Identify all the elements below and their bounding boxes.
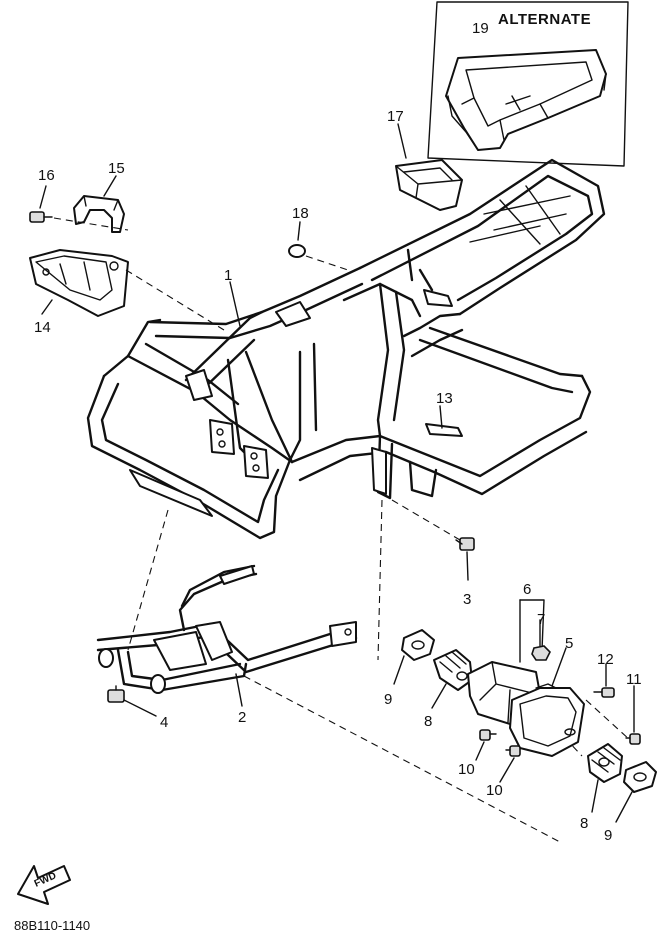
alternate-title: ALTERNATE bbox=[498, 11, 591, 28]
callout-6: 6 bbox=[523, 581, 531, 598]
part-9-ring-left bbox=[393, 629, 435, 685]
callout-8-right: 8 bbox=[580, 815, 588, 832]
callout-1: 1 bbox=[224, 267, 232, 284]
callout-4: 4 bbox=[160, 714, 168, 731]
part-3-bolt bbox=[455, 537, 475, 581]
callout-12: 12 bbox=[597, 651, 614, 668]
callout-18: 18 bbox=[292, 205, 309, 222]
part-11-bolt bbox=[625, 685, 641, 745]
part-15-clamp bbox=[73, 175, 125, 233]
diagram-code: 88B110-1140 bbox=[14, 918, 90, 933]
callout-17: 17 bbox=[387, 108, 404, 125]
callout-3: 3 bbox=[463, 591, 471, 608]
part-16-bolt bbox=[29, 185, 53, 223]
part-12-bolt bbox=[593, 663, 615, 698]
part-5-cover bbox=[509, 647, 585, 757]
callout-15: 15 bbox=[108, 160, 125, 177]
callout-19: 19 bbox=[472, 20, 489, 37]
part-2-subframe bbox=[96, 564, 358, 707]
callout-14: 14 bbox=[34, 319, 51, 336]
fwd-arrow-icon: FWD bbox=[17, 865, 71, 905]
callout-8-left: 8 bbox=[424, 713, 432, 730]
callout-10-b: 10 bbox=[486, 782, 503, 799]
part-8-boot-right bbox=[587, 743, 623, 813]
part-7-nut bbox=[531, 619, 551, 661]
part-19-seat-tray bbox=[445, 49, 607, 151]
part-1-main-frame bbox=[86, 158, 606, 540]
part-17-block bbox=[395, 123, 463, 211]
part-4-bolt bbox=[107, 685, 157, 717]
part-10-bolts bbox=[475, 729, 521, 783]
part-9-ring-right bbox=[615, 761, 657, 823]
part-8-boot-left bbox=[431, 649, 473, 709]
assembly-lines bbox=[53, 217, 631, 843]
callout-13: 13 bbox=[436, 390, 453, 407]
part-18-bushing bbox=[288, 221, 306, 258]
part-14-bracket bbox=[29, 249, 129, 317]
callout-9-right: 9 bbox=[604, 827, 612, 844]
alternate-inset: ALTERNATE bbox=[427, 1, 629, 167]
callout-5: 5 bbox=[565, 635, 573, 652]
callout-9-left: 9 bbox=[384, 691, 392, 708]
callout-7: 7 bbox=[537, 611, 545, 628]
callout-2: 2 bbox=[238, 709, 246, 726]
callout-11: 11 bbox=[626, 671, 642, 688]
callouts: 19 17 16 15 18 1 14 13 3 6 7 5 12 11 9 8… bbox=[34, 20, 642, 844]
callout-16: 16 bbox=[38, 167, 55, 184]
callout-10-a: 10 bbox=[458, 761, 475, 778]
